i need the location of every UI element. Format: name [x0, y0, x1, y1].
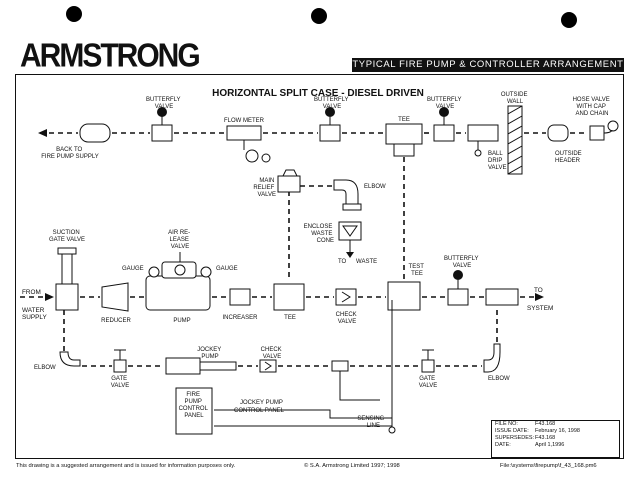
gate-valve	[113, 359, 127, 373]
label-jockey-pump-control-panel: JOCKEY PUMP CONTROL PANEL	[234, 400, 285, 414]
elbow-fitting	[59, 351, 81, 367]
binder-hole	[561, 12, 577, 28]
sensing-tee	[331, 360, 349, 372]
arrow-right-icon	[535, 293, 544, 301]
butterfly-valve-body	[151, 124, 173, 142]
label-reducer: REDUCER	[101, 318, 131, 324]
main-relief-valve	[277, 175, 301, 193]
label-enclose-waste-cone: ENCLOSE WASTE CONE	[304, 224, 334, 244]
footer-copyright: © S.A. Armstrong Limited 1997; 1998	[304, 463, 400, 469]
arrow-down-icon	[346, 252, 354, 258]
label-suction-gate-valve: SUCTION GATE VALVE	[49, 230, 85, 243]
label-waste: WASTE	[356, 259, 377, 265]
check-valve	[259, 359, 277, 373]
butterfly-valve-icon	[325, 107, 335, 117]
label-ball-drip-valve: BALL DRIP VALVE	[488, 151, 506, 171]
flow-meter-gauge-icon	[245, 149, 259, 163]
file-info-box: FILE NO:F43.168 ISSUE DATE:February 16, …	[491, 420, 620, 458]
butterfly-valve-icon	[453, 270, 463, 280]
suction-gate-valve	[55, 283, 79, 311]
label-air-release-valve: AIR RE- LEASE VALVE	[168, 230, 192, 250]
label-increaser: INCREASER	[222, 315, 258, 321]
label-butterfly-valve: BUTTERFLY VALVE	[444, 256, 480, 269]
test-header-pipe	[79, 123, 111, 143]
flow-meter	[226, 125, 262, 141]
footer-disclaimer: This drawing is a suggested arrangement …	[16, 463, 236, 469]
label-main-relief-valve: MAIN RELIEF VALVE	[253, 178, 276, 198]
label-flow-meter: FLOW METER	[224, 118, 265, 124]
air-release-valve-icon	[174, 264, 186, 276]
gauge-icon	[200, 266, 212, 278]
increaser	[229, 288, 251, 306]
info-row: SUPERSEDES:F43.168	[495, 435, 556, 441]
info-row: ISSUE DATE:February 16, 1998	[495, 428, 580, 434]
butterfly-valve-icon	[157, 107, 167, 117]
butterfly-valve-body	[319, 124, 341, 142]
reducer	[101, 282, 129, 312]
arrow-right-icon	[45, 293, 54, 301]
tee-fitting	[385, 123, 423, 145]
binder-hole	[66, 6, 82, 22]
check-valve	[335, 288, 357, 306]
info-row: FILE NO:F43.168	[495, 421, 556, 427]
hose-valve	[589, 125, 605, 141]
document-banner: TYPICAL FIRE PUMP & CONTROLLER ARRANGEME…	[352, 58, 624, 72]
elbow-fitting	[333, 179, 359, 205]
label-butterfly-valve: BUTTERFLY VALVE	[314, 97, 350, 110]
brand-logo: ARMSTRONG	[20, 38, 201, 75]
butterfly-valve-body	[447, 288, 469, 306]
label-fire-pump-control-panel: FIRE PUMP CONTROL PANEL	[179, 392, 210, 419]
label-from-water-supply: FROM WATER SUPPLY	[22, 289, 47, 321]
label-to-waste: TO	[338, 259, 347, 265]
label-gauge: GAUGE	[122, 266, 144, 272]
label-gate-valve: GATE VALVE	[111, 376, 129, 389]
label-hose-valve: HOSE VALVE WITH CAP AND CHAIN	[573, 97, 612, 117]
sensing-line	[339, 371, 380, 401]
label-butterfly-valve: BUTTERFLY VALVE	[427, 97, 463, 110]
label-jockey-pump: JOCKEY PUMP	[197, 347, 223, 360]
elbow-fitting	[483, 343, 501, 373]
header-pipe	[467, 124, 499, 142]
outside-header	[547, 124, 569, 142]
label-back-to-supply: BACK TO FIRE PUMP SUPPLY	[41, 147, 98, 160]
arrow-left-icon	[38, 129, 47, 137]
gauge-icon	[148, 266, 160, 278]
label-test-tee: TEST TEE	[409, 264, 426, 277]
label-tee: TEE	[284, 315, 296, 321]
ball-drip-valve-icon	[474, 149, 482, 157]
label-gate-valve: GATE VALVE	[419, 376, 437, 389]
hose-cap-icon	[607, 120, 619, 132]
label-check-valve: CHECK VALVE	[261, 347, 284, 360]
label-elbow: ELBOW	[488, 376, 510, 382]
diagram-title: HORIZONTAL SPLIT CASE - DIESEL DRIVEN	[212, 88, 424, 99]
label-outside-header: OUTSIDE HEADER	[555, 151, 583, 164]
label-butterfly-valve: BUTTERFLY VALVE	[146, 97, 182, 110]
gate-valve	[421, 359, 435, 373]
check-valve-icon	[264, 361, 272, 371]
binder-hole	[311, 8, 327, 24]
label-check-valve: CHECK VALVE	[336, 312, 359, 325]
system-pipe	[485, 288, 519, 306]
label-elbow: ELBOW	[364, 184, 386, 190]
footer-file-path: File:\systems\firepump\f_43_168.pm6	[500, 463, 597, 469]
label-outside-wall: OUTSIDE WALL	[501, 92, 529, 105]
butterfly-valve-body	[433, 124, 455, 142]
label-sensing-line: SENSING LINE	[357, 416, 386, 429]
jockey-pump	[165, 357, 201, 375]
diagram-frame	[15, 74, 624, 459]
label-gauge: GAUGE	[216, 266, 238, 272]
label-to-system: TO SYSTEM	[527, 287, 553, 312]
fire-pump-control-panel	[175, 387, 213, 435]
check-valve-icon	[341, 291, 351, 303]
tee-fitting	[273, 283, 305, 311]
butterfly-valve-icon	[439, 107, 449, 117]
test-tee	[387, 281, 421, 311]
label-elbow: ELBOW	[34, 365, 56, 371]
info-row: DATE:April 1,1996	[495, 442, 565, 448]
label-tee: TEE	[398, 117, 410, 123]
label-pump: PUMP	[173, 318, 190, 324]
fire-pump	[145, 275, 211, 311]
